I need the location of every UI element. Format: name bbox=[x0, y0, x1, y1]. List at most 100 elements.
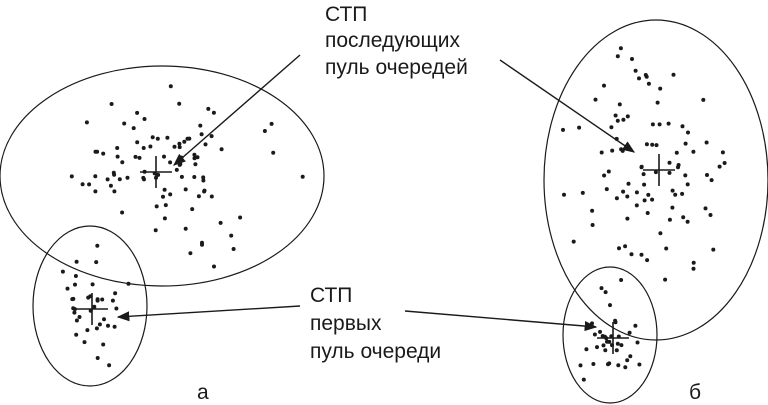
impact-dot bbox=[120, 210, 125, 215]
cross-a-first bbox=[76, 293, 108, 325]
ellipse-a-subsequent bbox=[0, 65, 325, 287]
impact-dot bbox=[190, 207, 195, 212]
impact-dot bbox=[92, 304, 97, 309]
impact-dot bbox=[625, 216, 630, 221]
impact-dot bbox=[198, 123, 203, 128]
impact-dot bbox=[580, 190, 585, 195]
impact-dot bbox=[271, 150, 276, 155]
impact-dot bbox=[625, 194, 630, 199]
impact-dot bbox=[595, 345, 599, 350]
impact-dot bbox=[616, 363, 621, 368]
impact-dot bbox=[133, 154, 138, 159]
impact-dot bbox=[77, 315, 82, 319]
impact-dot bbox=[209, 134, 214, 139]
impact-dot bbox=[148, 144, 153, 149]
impact-dot bbox=[94, 260, 99, 265]
impact-dot bbox=[74, 318, 79, 323]
impact-dot bbox=[691, 260, 696, 265]
impact-dot bbox=[85, 328, 90, 333]
cross-a-subsequent bbox=[140, 156, 172, 188]
impact-dot bbox=[639, 164, 644, 169]
impact-dot bbox=[84, 120, 89, 125]
impact-dot bbox=[598, 329, 602, 334]
impact-dot bbox=[155, 136, 160, 141]
impact-dot bbox=[218, 220, 223, 225]
arrow-top-to-b bbox=[499, 59, 636, 153]
impact-dot bbox=[80, 182, 85, 187]
impact-dot bbox=[95, 149, 100, 154]
impact-dot bbox=[142, 177, 146, 182]
impact-dot bbox=[193, 162, 198, 167]
impact-dot bbox=[142, 117, 147, 121]
panel-label-a: а bbox=[197, 381, 209, 404]
impact-dot bbox=[150, 135, 155, 140]
impact-dot bbox=[670, 205, 675, 210]
impact-dot bbox=[201, 175, 206, 180]
impact-dot bbox=[153, 228, 158, 233]
impact-dot bbox=[681, 215, 686, 220]
impact-dot bbox=[74, 332, 79, 337]
impact-dot bbox=[621, 189, 626, 194]
impact-dot bbox=[97, 322, 102, 327]
impact-dot bbox=[619, 147, 624, 152]
impact-dot bbox=[646, 81, 651, 86]
impact-dot bbox=[711, 247, 716, 252]
impact-dot bbox=[645, 258, 650, 263]
impact-dot bbox=[613, 113, 618, 118]
impact-dot bbox=[701, 97, 706, 102]
impact-dot bbox=[113, 291, 118, 296]
impact-dot bbox=[82, 340, 87, 345]
impact-dot bbox=[112, 324, 117, 329]
impact-dot bbox=[162, 154, 166, 159]
impact-dot bbox=[623, 244, 628, 249]
impact-dot bbox=[603, 348, 608, 353]
impact-dot bbox=[168, 192, 173, 197]
impact-dot bbox=[571, 239, 576, 244]
impact-dot bbox=[722, 161, 727, 165]
impact-dot bbox=[627, 330, 632, 335]
impact-dot bbox=[162, 187, 167, 192]
impact-dot bbox=[606, 169, 611, 174]
impact-dot bbox=[667, 170, 672, 175]
impact-dot bbox=[300, 174, 305, 179]
impact-dot bbox=[615, 54, 620, 59]
impact-dot bbox=[87, 182, 92, 187]
impact-dot bbox=[650, 142, 655, 147]
impact-dot bbox=[634, 190, 639, 195]
impact-dot bbox=[102, 317, 106, 322]
impact-dot bbox=[131, 126, 136, 131]
impact-dot bbox=[654, 143, 659, 148]
impact-dot bbox=[203, 142, 208, 147]
impact-dot bbox=[577, 125, 582, 130]
impact-dot bbox=[172, 144, 177, 149]
impact-dot bbox=[95, 243, 100, 248]
impact-dot bbox=[100, 297, 105, 302]
impact-dot bbox=[562, 192, 566, 197]
label-bottom-line2: первых bbox=[310, 312, 382, 335]
impact-dot bbox=[633, 323, 638, 328]
impact-dot bbox=[95, 298, 100, 303]
impact-dot bbox=[644, 142, 649, 147]
impact-dot bbox=[617, 102, 622, 107]
impact-dot bbox=[229, 233, 234, 238]
impact-dot bbox=[578, 363, 583, 368]
impact-dot bbox=[708, 213, 713, 217]
impact-dot bbox=[691, 149, 696, 154]
impact-dot bbox=[177, 162, 182, 167]
impact-dot bbox=[177, 141, 182, 146]
impact-dot bbox=[600, 334, 605, 338]
impact-dot bbox=[219, 147, 224, 152]
impact-dot bbox=[125, 175, 130, 180]
impact-dot bbox=[93, 189, 98, 194]
impact-dot bbox=[667, 217, 672, 222]
impact-dot bbox=[179, 174, 184, 179]
impact-dot bbox=[192, 156, 197, 161]
impact-dot bbox=[120, 160, 125, 165]
impact-dot bbox=[141, 146, 146, 150]
impact-dot bbox=[73, 282, 77, 287]
impact-dot bbox=[603, 290, 608, 295]
impact-dot bbox=[90, 282, 95, 287]
label-bottom-line1: СТП bbox=[310, 284, 353, 307]
impact-dot bbox=[162, 216, 167, 221]
impact-dot bbox=[65, 286, 70, 291]
